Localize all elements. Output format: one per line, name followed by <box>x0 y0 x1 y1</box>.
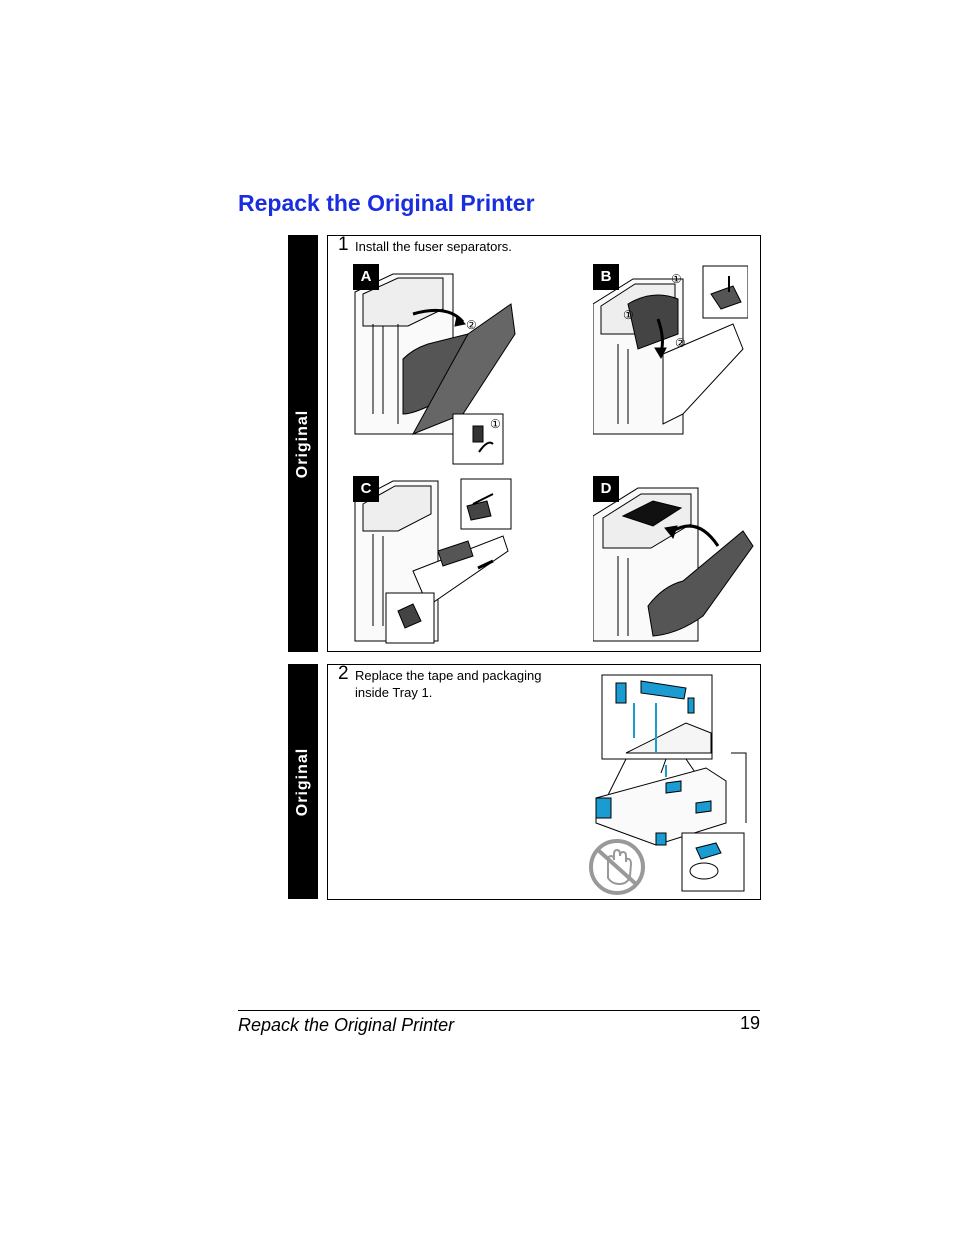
tray-packaging-illustration <box>586 673 751 895</box>
sidebar-tab-original-2: Original <box>288 664 318 899</box>
callout-number: ② <box>675 336 686 350</box>
step-instruction: Replace the tape and packaging inside Tr… <box>355 667 541 701</box>
callout-number: ① <box>671 272 682 286</box>
sidebar-label: Original <box>294 747 311 816</box>
footer-rule <box>238 1010 760 1011</box>
printer-fuser-illustration-a <box>354 273 516 465</box>
illustration-panel-d: D <box>593 476 758 644</box>
footer-title: Repack the Original Printer <box>238 1015 455 1035</box>
hand-prohibited-icon <box>589 839 645 895</box>
illustration-panel-b: B ① ① ② <box>593 264 748 439</box>
printer-fuser-illustration-b <box>593 265 748 435</box>
step-1-box: 1 Install the fuser separators. A ② ① <box>327 235 761 652</box>
panel-label: A <box>353 264 379 290</box>
callout-number: ① <box>490 417 501 431</box>
step-number: 1 <box>338 234 349 255</box>
page-title: Repack the Original Printer <box>238 190 535 216</box>
footer-page-number: 19 <box>739 1013 760 1033</box>
step-instruction: Install the fuser separators. <box>355 239 512 254</box>
sidebar-tab-original-1: Original <box>288 235 318 652</box>
printer-fuser-illustration-c <box>354 478 512 644</box>
callout-number: ② <box>466 318 477 332</box>
panel-label: C <box>353 476 379 502</box>
step-2-box: 2 Replace the tape and packaging inside … <box>327 664 761 900</box>
step-number: 2 <box>338 663 349 684</box>
panel-label: D <box>593 476 619 502</box>
illustration-panel-a: A ② ① <box>353 264 523 469</box>
callout-number: ① <box>623 308 634 322</box>
printer-fuser-illustration-d <box>593 487 754 642</box>
sidebar-label: Original <box>294 409 311 478</box>
panel-label: B <box>593 264 619 290</box>
instruction-line: inside Tray 1. <box>355 685 433 700</box>
instruction-line: Replace the tape and packaging <box>355 668 542 683</box>
illustration-panel-c: C <box>353 476 513 644</box>
